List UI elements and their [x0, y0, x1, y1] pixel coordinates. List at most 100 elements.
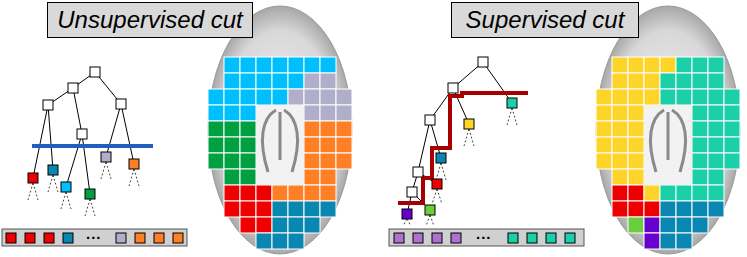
voxel [724, 105, 740, 121]
tree-node [43, 67, 126, 139]
voxel [256, 185, 272, 201]
voxel [676, 57, 692, 73]
voxel [708, 89, 724, 105]
voxel [240, 217, 256, 233]
voxel [240, 89, 256, 105]
ventricle [650, 110, 685, 172]
voxel [240, 57, 256, 73]
voxel [612, 121, 628, 137]
voxel [628, 153, 644, 169]
brain-map [596, 6, 740, 254]
voxel [612, 105, 628, 121]
voxel [612, 73, 628, 89]
voxel [708, 121, 724, 137]
voxel [320, 185, 336, 201]
voxel [628, 201, 644, 217]
voxel [644, 233, 660, 249]
voxel [676, 201, 692, 217]
voxel [304, 201, 320, 217]
brain-map [208, 6, 352, 254]
voxel [708, 73, 724, 89]
voxel [288, 73, 304, 89]
voxel [240, 169, 256, 185]
voxel [304, 153, 320, 169]
voxel [660, 73, 676, 89]
voxel [644, 73, 660, 89]
voxel [628, 169, 644, 185]
voxel [692, 153, 708, 169]
voxel [208, 121, 224, 137]
voxel [288, 89, 304, 105]
voxel [724, 153, 740, 169]
voxel [612, 137, 628, 153]
cut-path [398, 93, 528, 203]
voxel [692, 169, 708, 185]
voxel [320, 169, 336, 185]
voxel [708, 169, 724, 185]
voxel [596, 105, 612, 121]
voxel [304, 121, 320, 137]
voxel [224, 153, 240, 169]
voxel [644, 89, 660, 105]
voxel [256, 89, 272, 105]
voxel [644, 217, 660, 233]
voxel [288, 57, 304, 73]
cluster-leaf [28, 152, 139, 199]
voxel [288, 185, 304, 201]
voxel [224, 57, 240, 73]
voxel [288, 233, 304, 249]
voxel [320, 57, 336, 73]
voxel [628, 185, 644, 201]
voxel [304, 89, 320, 105]
voxel [676, 217, 692, 233]
voxel [596, 137, 612, 153]
voxel [320, 137, 336, 153]
voxel [272, 89, 288, 105]
voxel [628, 217, 644, 233]
voxel [240, 153, 256, 169]
voxel [660, 201, 676, 217]
voxel [272, 73, 288, 89]
voxel [256, 73, 272, 89]
voxel [288, 201, 304, 217]
voxel [320, 105, 336, 121]
title-text: Unsupervised cut [57, 8, 242, 32]
cut-line [32, 144, 153, 148]
voxel [304, 185, 320, 201]
voxel [628, 137, 644, 153]
voxel [708, 137, 724, 153]
voxel [240, 73, 256, 89]
voxel [692, 121, 708, 137]
voxel [692, 201, 708, 217]
voxel [272, 57, 288, 73]
voxel [596, 89, 612, 105]
voxel [304, 137, 320, 153]
voxel [320, 73, 336, 89]
title-text: Supervised cut [466, 8, 625, 32]
voxel [272, 185, 288, 201]
voxel [596, 153, 612, 169]
voxel [692, 137, 708, 153]
voxel [708, 153, 724, 169]
voxel [208, 89, 224, 105]
title-box: Supervised cut [451, 2, 639, 38]
voxel [240, 105, 256, 121]
voxel [224, 185, 240, 201]
brain-center [256, 105, 304, 185]
voxel [224, 121, 240, 137]
voxel [224, 73, 240, 89]
voxel [660, 185, 676, 201]
voxel [256, 233, 272, 249]
voxel [724, 121, 740, 137]
voxel [692, 89, 708, 105]
voxel [336, 153, 352, 169]
ellipsis: ... [476, 226, 492, 241]
cluster-leaf [402, 98, 517, 219]
voxel [256, 217, 272, 233]
voxel [676, 233, 692, 249]
voxel [644, 57, 660, 73]
voxel [612, 201, 628, 217]
voxel [676, 185, 692, 201]
voxel [208, 153, 224, 169]
voxel [724, 137, 740, 153]
